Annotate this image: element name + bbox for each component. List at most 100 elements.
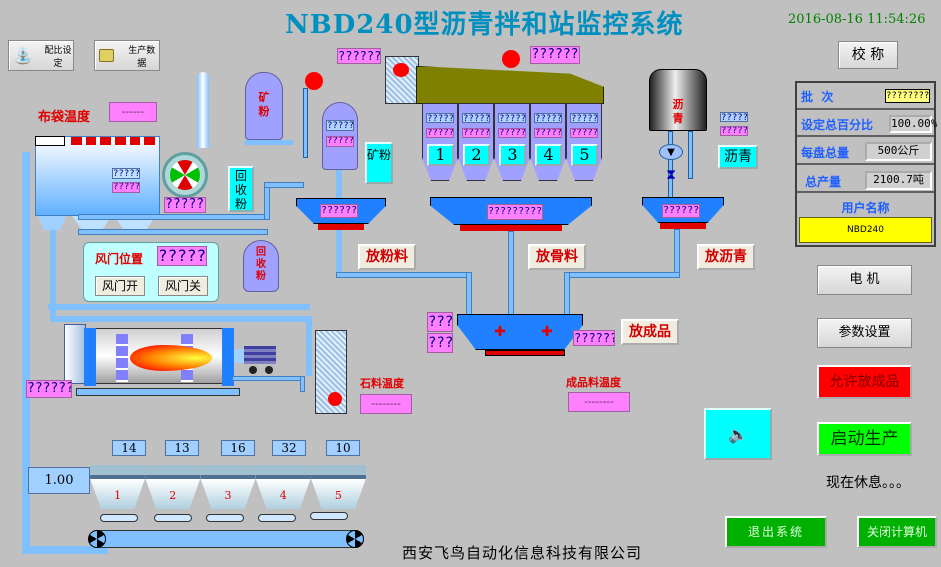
total-percent-value: 100.00% bbox=[889, 115, 937, 133]
powder-hopper-value-2: ?????? bbox=[326, 136, 354, 147]
parameter-settings-button[interactable]: 参数设置 bbox=[817, 318, 912, 348]
total-output-value: 2100.7吨 bbox=[865, 171, 932, 190]
asphalt-button[interactable]: 沥青 bbox=[718, 145, 758, 169]
pipe bbox=[564, 272, 570, 318]
feeder-belt bbox=[258, 514, 296, 522]
mixer-right-value: ?????? bbox=[573, 330, 615, 346]
ratio-settings-button[interactable]: ⛲ 配比设定 bbox=[8, 40, 74, 71]
batch-label: 批 次 bbox=[801, 90, 834, 104]
dryer-feed-chute bbox=[64, 324, 86, 384]
release-asphalt-button[interactable]: 放沥青 bbox=[697, 244, 755, 270]
feed-ratio-value: 1.00 bbox=[28, 467, 90, 494]
damper-open-button[interactable]: 风门开 bbox=[95, 276, 145, 296]
fan-value: ?????? bbox=[164, 197, 206, 213]
pipe bbox=[78, 214, 268, 220]
dryer-value: ?????? bbox=[26, 380, 72, 398]
pipe bbox=[264, 182, 304, 188]
pipe bbox=[303, 88, 308, 158]
mixer-paddle-icon: ✚ bbox=[541, 324, 553, 340]
dust-hopper-left bbox=[38, 216, 66, 230]
cold-bin-value: 10 bbox=[326, 440, 360, 456]
pipe bbox=[336, 170, 342, 198]
release-powder-button[interactable]: 放粉料 bbox=[358, 244, 416, 270]
powder-scale-value: ??????? bbox=[320, 204, 358, 218]
powder-hopper-value-1: ?????? bbox=[326, 120, 354, 131]
pipe bbox=[300, 376, 305, 392]
dryer-ring bbox=[84, 328, 96, 386]
mixer-left-value-2: ???? bbox=[427, 333, 453, 353]
hot-bin-button-4[interactable]: 4 bbox=[535, 144, 562, 166]
exit-system-button[interactable]: 退出系统 bbox=[725, 516, 827, 548]
calibrate-button[interactable]: 校 称 bbox=[838, 41, 898, 69]
pipe bbox=[245, 140, 293, 145]
start-production-button[interactable]: 启动生产 bbox=[817, 422, 912, 456]
dryer-ring bbox=[222, 328, 234, 386]
folder-icon bbox=[99, 49, 115, 62]
company-name: 西安飞鸟自动化信息科技有限公司 bbox=[402, 544, 643, 562]
shutdown-computer-button[interactable]: 关闭计算机 bbox=[857, 516, 937, 548]
powder-screw-status-light bbox=[305, 72, 323, 90]
dust-collector-top bbox=[68, 136, 158, 146]
production-data-button[interactable]: 生产数据 bbox=[94, 40, 160, 71]
cold-bin: 5 bbox=[310, 465, 367, 509]
pipe bbox=[78, 229, 268, 235]
cold-bin-value: 16 bbox=[221, 440, 255, 456]
cold-feed-bins: 1 2 3 4 5 bbox=[90, 465, 367, 509]
pipe bbox=[306, 316, 312, 376]
damper-close-button[interactable]: 风门关 bbox=[158, 276, 208, 296]
faucet-icon: ⛲ bbox=[13, 46, 33, 65]
collecting-conveyor bbox=[90, 530, 364, 548]
cold-bin: 4 bbox=[255, 465, 311, 509]
per-batch-value: 500公斤 bbox=[865, 142, 932, 161]
sound-toggle-button[interactable]: 🔈 bbox=[704, 408, 772, 460]
mixer-gate bbox=[485, 350, 565, 356]
info-panel: 批 次 ????????? 设定总百分比 100.00% 每盘总量 500公斤 … bbox=[795, 81, 937, 247]
hot-bin-button-2[interactable]: 2 bbox=[463, 144, 490, 166]
asphalt-tank: 沥青 bbox=[649, 69, 707, 131]
dryer-band bbox=[116, 334, 128, 382]
pipe bbox=[22, 546, 108, 554]
pipe bbox=[688, 131, 693, 179]
release-aggregate-button[interactable]: 放骨料 bbox=[528, 244, 586, 270]
mineral-powder-button[interactable]: 矿粉 bbox=[365, 142, 393, 184]
allow-release-product-button[interactable]: 允许放成品 bbox=[817, 365, 912, 399]
aggregate-scale-gate bbox=[460, 225, 562, 231]
burner-fan bbox=[244, 346, 276, 364]
recycled-powder-silo: 回收粉 bbox=[243, 240, 279, 292]
asphalt-value-1: ?????? bbox=[720, 112, 748, 122]
hot-bin: ?????? ?????? 2 bbox=[458, 103, 494, 181]
total-percent-label: 设定总百分比 bbox=[801, 118, 874, 132]
recycled-powder-button[interactable]: 回收粉 bbox=[228, 166, 254, 212]
dryer-base bbox=[76, 388, 240, 396]
user-name-label: 用户名称 bbox=[841, 201, 890, 215]
feeder-belt bbox=[206, 514, 244, 522]
cold-bin: 3 bbox=[200, 465, 256, 509]
release-product-button[interactable]: 放成品 bbox=[621, 319, 679, 345]
motor-button[interactable]: 电 机 bbox=[817, 265, 912, 295]
asphalt-scale-gate bbox=[660, 223, 706, 229]
pipe bbox=[336, 230, 342, 278]
hot-bin: ?????? ?????? 1 bbox=[422, 103, 458, 181]
feeder-belt bbox=[154, 514, 192, 522]
hot-bin-button-3[interactable]: 3 bbox=[499, 144, 526, 166]
powder-top-value: ?????? bbox=[337, 48, 381, 64]
user-name-value: NBD240 bbox=[799, 217, 932, 243]
mixer-left-value-1: ???? bbox=[427, 312, 453, 332]
pipe bbox=[668, 131, 673, 201]
elevator-head-status-light bbox=[393, 63, 409, 77]
hot-bin-button-1[interactable]: 1 bbox=[427, 144, 454, 166]
pipe bbox=[50, 316, 310, 322]
wheel-icon bbox=[249, 366, 257, 374]
hot-bin-button-5[interactable]: 5 bbox=[571, 144, 598, 166]
pipe bbox=[564, 272, 680, 278]
mixer bbox=[457, 314, 583, 350]
cold-bin-value: 13 bbox=[165, 440, 199, 456]
asphalt-scale-value: ??????? bbox=[662, 204, 700, 218]
burner bbox=[234, 349, 244, 363]
hot-bin: ?????? ?????? 5 bbox=[566, 103, 602, 181]
screen-status-light bbox=[502, 50, 520, 68]
pipe bbox=[48, 304, 310, 310]
stone-temp-label: 石料温度 bbox=[360, 377, 404, 390]
damper-position-label: 风门位置 bbox=[95, 252, 144, 266]
product-temp-label: 成品料温度 bbox=[566, 376, 621, 389]
